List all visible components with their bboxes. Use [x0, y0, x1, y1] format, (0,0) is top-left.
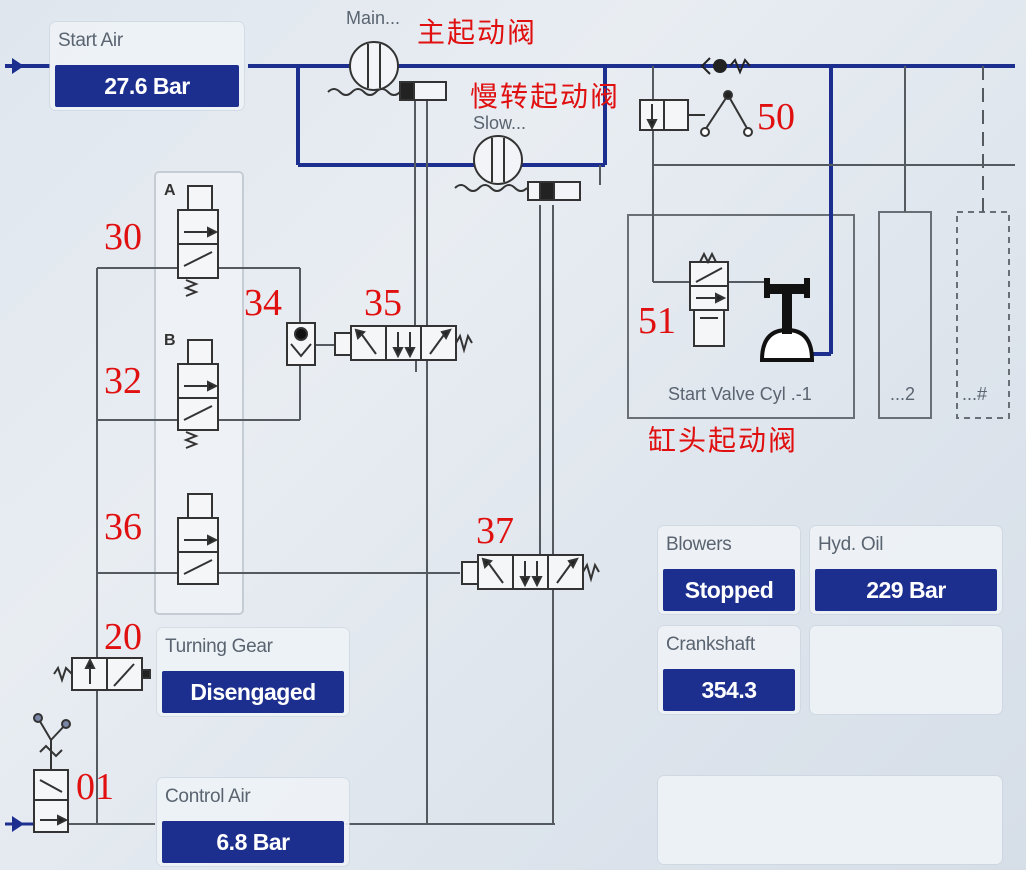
cylN-label[interactable]: ...# — [962, 384, 988, 404]
callout-20: 20 — [104, 616, 142, 658]
callout-01: 01 — [76, 766, 114, 808]
start-air-value: 27.6 Bar — [55, 65, 239, 107]
cyl2-label[interactable]: ...2 — [890, 384, 916, 404]
hyd-oil-value: 229 Bar — [815, 569, 997, 611]
callout-35: 35 — [364, 282, 402, 324]
callout-50: 50 — [757, 96, 795, 138]
empty-panel-right — [810, 626, 1002, 714]
main-valve-label[interactable]: Main... — [346, 8, 401, 28]
turning-gear-panel[interactable]: Turning Gear Disengaged — [157, 628, 349, 716]
callout-30: 30 — [104, 216, 142, 258]
callout-36: 36 — [104, 506, 142, 548]
turning-gear-value: Disengaged — [162, 671, 344, 713]
start-valve-cyl-frame — [627, 214, 855, 419]
crankshaft-label: Crankshaft — [666, 634, 755, 655]
solenoid-a-label: A — [164, 182, 176, 199]
crankshaft-value: 354.3 — [663, 669, 795, 711]
control-air-value: 6.8 Bar — [162, 821, 344, 863]
annotation-cyl-start-valve: 缸头起动阀 — [648, 424, 799, 457]
callout-34: 34 — [244, 282, 282, 324]
callout-37: 37 — [476, 510, 514, 552]
hyd-oil-panel[interactable]: Hyd. Oil 229 Bar — [810, 526, 1002, 614]
start-valve-cyl-label[interactable]: Start Valve Cyl .-1 — [668, 384, 812, 404]
start-air-label: Start Air — [58, 30, 123, 51]
control-air-panel[interactable]: Control Air 6.8 Bar — [157, 778, 349, 866]
blowers-panel[interactable]: Blowers Stopped — [658, 526, 800, 614]
crankshaft-panel[interactable]: Crankshaft 354.3 — [658, 626, 800, 714]
slow-valve-label[interactable]: Slow... — [473, 113, 527, 133]
annotation-slow-turning-valve: 慢转起动阀 — [470, 80, 621, 113]
control-air-label: Control Air — [165, 786, 251, 807]
blowers-value: Stopped — [663, 569, 795, 611]
callout-32: 32 — [104, 360, 142, 402]
hyd-oil-label: Hyd. Oil — [818, 534, 884, 555]
solenoid-b-label: B — [164, 332, 176, 349]
turning-gear-label: Turning Gear — [165, 636, 273, 657]
annotation-main-start-valve: 主起动阀 — [417, 16, 538, 49]
empty-panel-bottom — [658, 776, 1002, 864]
callout-51: 51 — [638, 300, 676, 342]
start-air-panel[interactable]: Start Air 27.6 Bar — [50, 22, 244, 110]
blowers-label: Blowers — [666, 534, 732, 555]
